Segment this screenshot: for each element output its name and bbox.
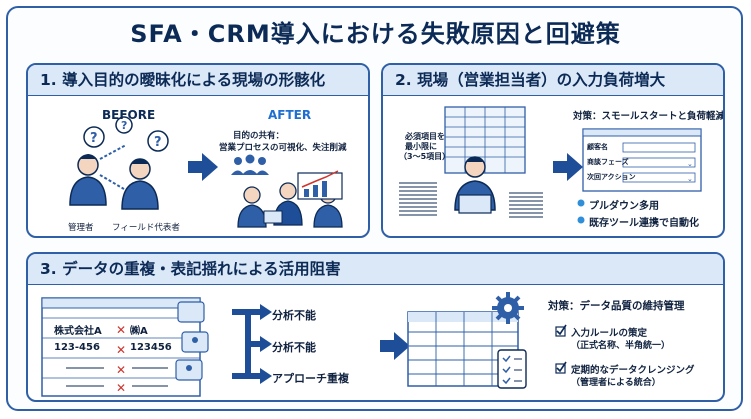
svg-text:⌄: ⌄ (687, 160, 693, 168)
row2-left: 123-456 (54, 342, 100, 353)
after-label: AFTER (268, 108, 312, 122)
paper-stack-icon (399, 182, 543, 218)
note-line1: 必須項目を (405, 132, 445, 141)
solution-arrow-icon (380, 332, 410, 360)
gear-icon (492, 292, 524, 324)
row1-right: ㈱A (130, 326, 148, 337)
data-measure-title: 対策：データ品質の維持管理 (548, 300, 685, 312)
bullet-automation: 既存ツール連携で自動化 (589, 218, 699, 229)
bullet-dot-icon (577, 216, 585, 224)
purpose-illustration: ? ? ? (69, 116, 343, 228)
bullet-dot-icon (577, 199, 585, 207)
checklist-icon (497, 349, 527, 389)
panel-data-quality: 3. データの重複・表記揺れによる活用阻害 ✕ ✕ ✕ ✕ (26, 252, 725, 402)
document-user-icon (175, 301, 209, 381)
panel-input-burden: 2. 現場（営業担当者）の入力負荷増大 (381, 63, 725, 238)
input-burden-illustration: ⌄ ⌄ (399, 106, 702, 224)
cleansing-line2: （管理者による統合） (571, 378, 661, 388)
before-after-arrow-icon (188, 153, 218, 181)
manager-label: 管理者 (68, 223, 94, 233)
svg-text:✕: ✕ (116, 363, 126, 377)
duplicate-data-window-icon (41, 297, 201, 397)
after-caption-line1: 目的の共有： (233, 131, 285, 141)
svg-text:✕: ✕ (116, 381, 126, 395)
x-mark-icon: ✕ ✕ ✕ ✕ (116, 323, 126, 395)
svg-text:⌄: ⌄ (687, 175, 693, 183)
panel-input-burden-heading: 2. 現場（営業担当者）の入力負荷増大 (383, 65, 723, 96)
cleansing-line1: 定期的なデータクレンジング (571, 365, 695, 376)
svg-text:?: ? (154, 135, 162, 150)
form-field-customer: 顧客名 (587, 143, 608, 151)
note-line2: 最小限に (405, 142, 437, 151)
after-caption-line2: 営業プロセスの可視化、失注削減 (219, 143, 347, 153)
branch-arrow-icon (232, 309, 260, 379)
problem-1: 分析不能 (272, 309, 316, 322)
form-field-phase: 商談フェーズ (587, 158, 629, 166)
checkbox-icon (555, 324, 567, 374)
svg-text:✕: ✕ (116, 323, 126, 337)
spreadsheet-icon (444, 106, 526, 174)
measure-title: 対策：スモールスタートと負荷軽減 (573, 111, 725, 122)
svg-text:?: ? (90, 131, 98, 146)
before-label: BEFORE (102, 108, 156, 122)
data-quality-illustration: ✕ ✕ ✕ ✕ (41, 292, 567, 397)
note-line3: （3〜5項目） (399, 152, 451, 161)
growth-chart-icon (297, 170, 343, 200)
problem-2: 分析不能 (272, 341, 316, 354)
rule-line2: （正式名称、半角統一） (571, 341, 671, 351)
confusion-arrows (99, 144, 127, 190)
row2-right: 123456 (130, 342, 172, 353)
page-title: SFA・CRM導入における失敗原因と回避策 (130, 20, 621, 48)
svg-text:✕: ✕ (116, 343, 126, 357)
solution-arrow-icon (553, 153, 583, 181)
panel-purpose-heading: 1. 導入目的の曖昧化による現場の形骸化 (28, 65, 368, 96)
field-rep-label: フィールド代表者 (112, 223, 180, 233)
rule-line1: 入力ルールの策定 (571, 328, 648, 339)
svg-text:?: ? (121, 119, 127, 132)
bullet-pulldown: プルダウン多用 (589, 201, 659, 212)
group-icon (231, 154, 269, 175)
sales-rep-person-icon (454, 156, 496, 214)
panel-purpose: 1. 導入目的の曖昧化による現場の形骸化 ? ? ? (26, 63, 370, 238)
form-field-next-action: 次回アクション (587, 173, 636, 181)
field-rep-person-icon (121, 158, 159, 210)
row1-left: 株式会社A (54, 326, 102, 337)
manager-person-icon (69, 154, 107, 206)
problem-3: アプローチ重複 (272, 372, 349, 385)
panel-data-quality-heading: 3. データの重複・表記揺れによる活用阻害 (28, 254, 723, 285)
question-bubble-icon: ? ? ? (83, 116, 169, 152)
